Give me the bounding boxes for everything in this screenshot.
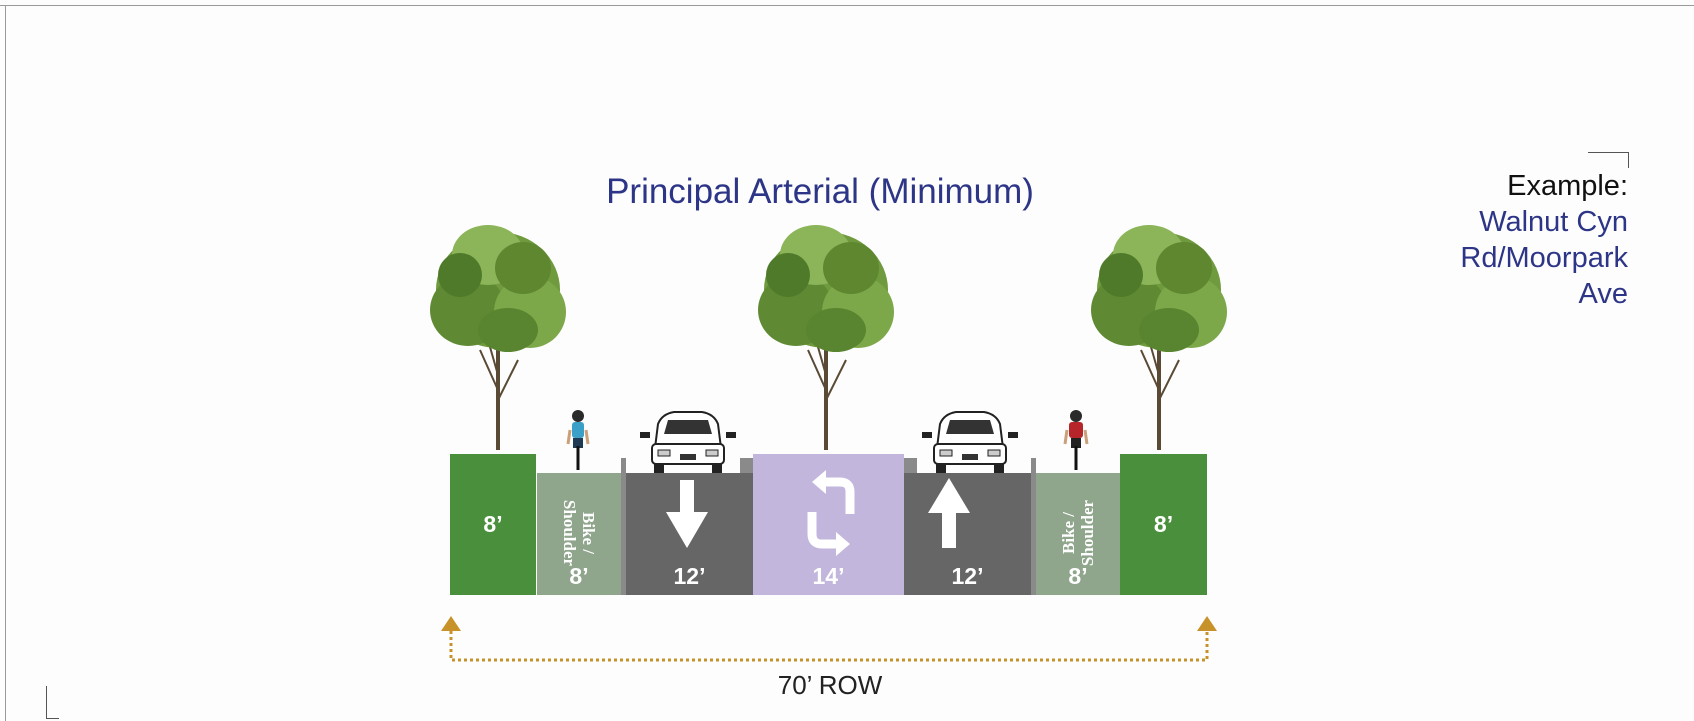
example-block: Example: Walnut Cyn Rd/Moorpark Ave [1460,168,1628,312]
segment-type-label: Bike /Shoulder [560,499,598,567]
frame-left-border [5,5,6,721]
frame-top-border [0,5,1694,6]
planting-strip-right-fill [1120,454,1207,595]
crop-mark-top-right [1588,152,1629,168]
cyclist-icon [566,410,590,470]
example-line: Rd/Moorpark [1460,242,1628,274]
segment-width-label: 12’ [673,563,706,589]
bike-shoulder-left-fill [537,473,621,595]
travel-lane-northbound: 12’ [904,473,1031,595]
example-label: Example: [1507,170,1628,202]
tree-icon [429,224,567,451]
bike-shoulder-right-fill [1036,473,1120,595]
two-way-turn-icon [807,477,855,549]
two-way-turn-lane: 14’ [753,454,904,595]
segment-width-label: 14’ [812,563,845,589]
car-icon [639,411,737,475]
cyclist-icon [1063,410,1089,470]
planting-strip-right: 8’ [1120,454,1207,595]
segment-width-label: 8’ [569,563,589,589]
tree-icon [1090,224,1228,451]
row-dimension-line [441,616,1217,662]
crop-mark-bottom-left [46,686,59,719]
planting-strip-left-fill [450,454,536,595]
up-arrow-icon [928,478,970,548]
segment-width-label: 8’ [483,511,503,537]
down-arrow-icon [666,480,708,548]
row-width-label: 70’ ROW [777,670,883,700]
segment-width-label: 8’ [1068,563,1088,589]
tree-icon [757,224,895,451]
diagram-title: Principal Arterial (Minimum) [606,172,1034,211]
bike-shoulder-left: Bike /Shoulder 8’ [537,473,621,595]
example-line: Walnut Cyn [1479,206,1628,238]
travel-lane-northbound-fill [904,473,1031,595]
example-line: Ave [1578,278,1628,310]
segment-width-label: 8’ [1153,511,1174,537]
travel-lane-southbound: 12’ [626,473,753,595]
segment-width-label: 12’ [951,563,984,589]
segment-type-label: Bike /Shoulder [1059,499,1097,567]
bike-shoulder-right: Bike /Shoulder 8’ [1036,473,1120,595]
car-icon [921,411,1019,475]
planting-strip-left: 8’ [450,454,536,595]
